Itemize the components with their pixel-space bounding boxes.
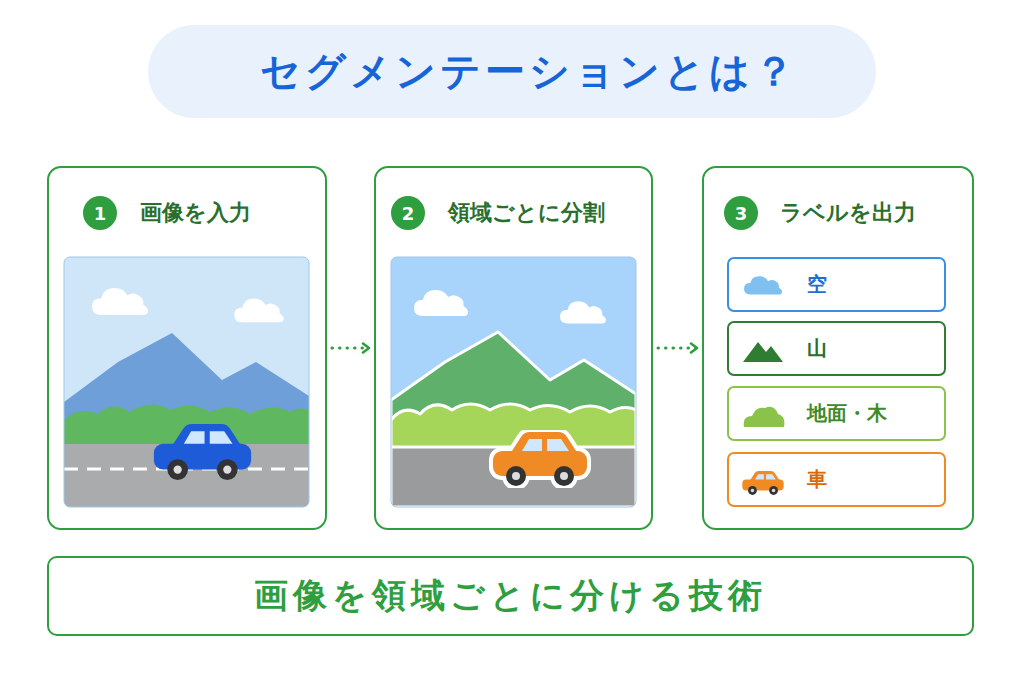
sky-icon bbox=[744, 276, 782, 294]
step-number-text: 3 bbox=[735, 203, 748, 224]
label-box-text: 車 bbox=[807, 466, 827, 493]
step-number-text: 2 bbox=[402, 203, 415, 224]
photo-frame bbox=[391, 257, 636, 507]
step-panel-text: 画像を入力 bbox=[140, 198, 251, 228]
tree-icon bbox=[744, 407, 785, 427]
step-panel: 1 画像を入力 bbox=[47, 166, 327, 530]
label-box-text: 山 bbox=[807, 335, 827, 362]
step-number: 2 bbox=[391, 196, 425, 230]
mountain-icon bbox=[743, 342, 783, 362]
summary-box-text: 画像を領域ごとに分ける技術 bbox=[254, 573, 767, 619]
flow-arrow bbox=[332, 347, 369, 350]
step-panel: 2 領域ごとに分割 bbox=[374, 166, 653, 530]
step-panel: 3 空山地面・木車 ラベルを出力 bbox=[702, 166, 974, 530]
title-text: セグメンテーションとは？ bbox=[260, 25, 798, 118]
flow-arrow bbox=[658, 347, 697, 350]
photo-frame bbox=[64, 257, 309, 507]
label-box: 山 bbox=[727, 321, 946, 376]
label-box: 車 bbox=[727, 452, 946, 507]
label-box: 空 bbox=[727, 257, 946, 312]
car-icon bbox=[742, 471, 783, 495]
label-box: 地面・木 bbox=[727, 386, 946, 441]
step-number: 3 bbox=[724, 196, 758, 230]
input-photo bbox=[64, 257, 309, 507]
summary-box: 画像を領域ごとに分ける技術 bbox=[47, 556, 974, 636]
label-box-text: 地面・木 bbox=[807, 400, 887, 427]
title-pill: セグメンテーションとは？ bbox=[148, 25, 876, 118]
step-panel-text: 領域ごとに分割 bbox=[448, 198, 605, 228]
label-box-text: 空 bbox=[807, 271, 827, 298]
step-panel-text: ラベルを出力 bbox=[780, 198, 916, 228]
segmented-photo bbox=[391, 257, 636, 507]
step-number-text: 1 bbox=[94, 203, 107, 224]
step-number: 1 bbox=[83, 196, 117, 230]
